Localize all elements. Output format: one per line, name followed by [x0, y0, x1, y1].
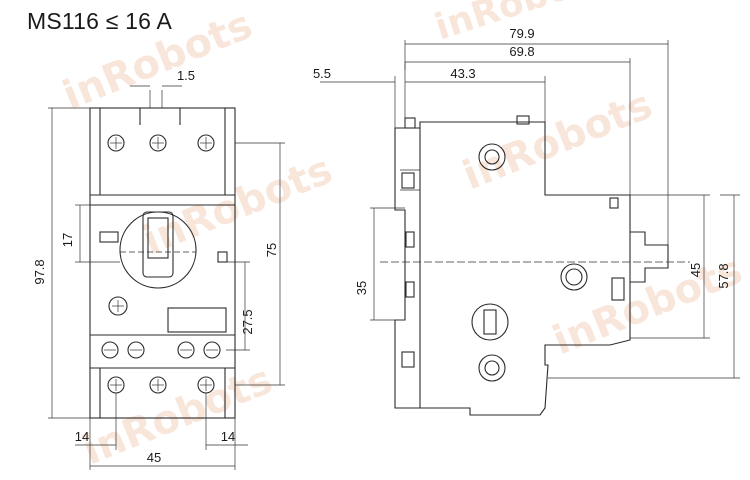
side-body-outline [419, 121, 631, 416]
dim-57-8: 57.8 [716, 263, 731, 288]
top-terminal-screws [107, 134, 215, 152]
right-knob-shaft [630, 231, 669, 283]
test-button-screw [108, 296, 227, 333]
dim-5-5: 5.5 [313, 66, 331, 81]
side-knob [471, 263, 588, 341]
dim-14-right: 14 [221, 429, 235, 444]
side-indicator [611, 277, 625, 301]
watermark: inRobots [457, 82, 659, 199]
mounting-holes [478, 143, 506, 382]
dim-17: 17 [60, 233, 75, 247]
dim-45-width: 45 [147, 450, 161, 465]
dim-75: 75 [264, 243, 279, 257]
watermark: inRobots [137, 147, 339, 264]
dim-45-side: 45 [688, 263, 703, 277]
dim-69-8: 69.8 [509, 44, 534, 59]
dim-35: 35 [354, 281, 369, 295]
aux-terminal-screws [101, 341, 221, 359]
front-view: 1.5 97.8 17 75 27.5 14 14 45 [32, 68, 285, 470]
front-body-outline [89, 107, 236, 419]
watermark: inRobots [430, 0, 613, 49]
dim-1-5: 1.5 [177, 68, 195, 83]
dim-43-3: 43.3 [450, 66, 475, 81]
side-view: 79.9 69.8 43.3 5.5 35 45 57.8 [313, 26, 740, 416]
rotary-knob [99, 211, 228, 289]
watermark: inRobots [77, 357, 279, 474]
product-title: MS116 ≤ 16 A [27, 8, 173, 34]
dim-79-9: 79.9 [509, 26, 534, 41]
dim-27-5: 27.5 [240, 309, 255, 334]
dim-14-left: 14 [75, 429, 89, 444]
side-indicator [609, 197, 619, 209]
dim-97-8: 97.8 [32, 259, 47, 284]
watermark: inRobots [57, 2, 259, 119]
